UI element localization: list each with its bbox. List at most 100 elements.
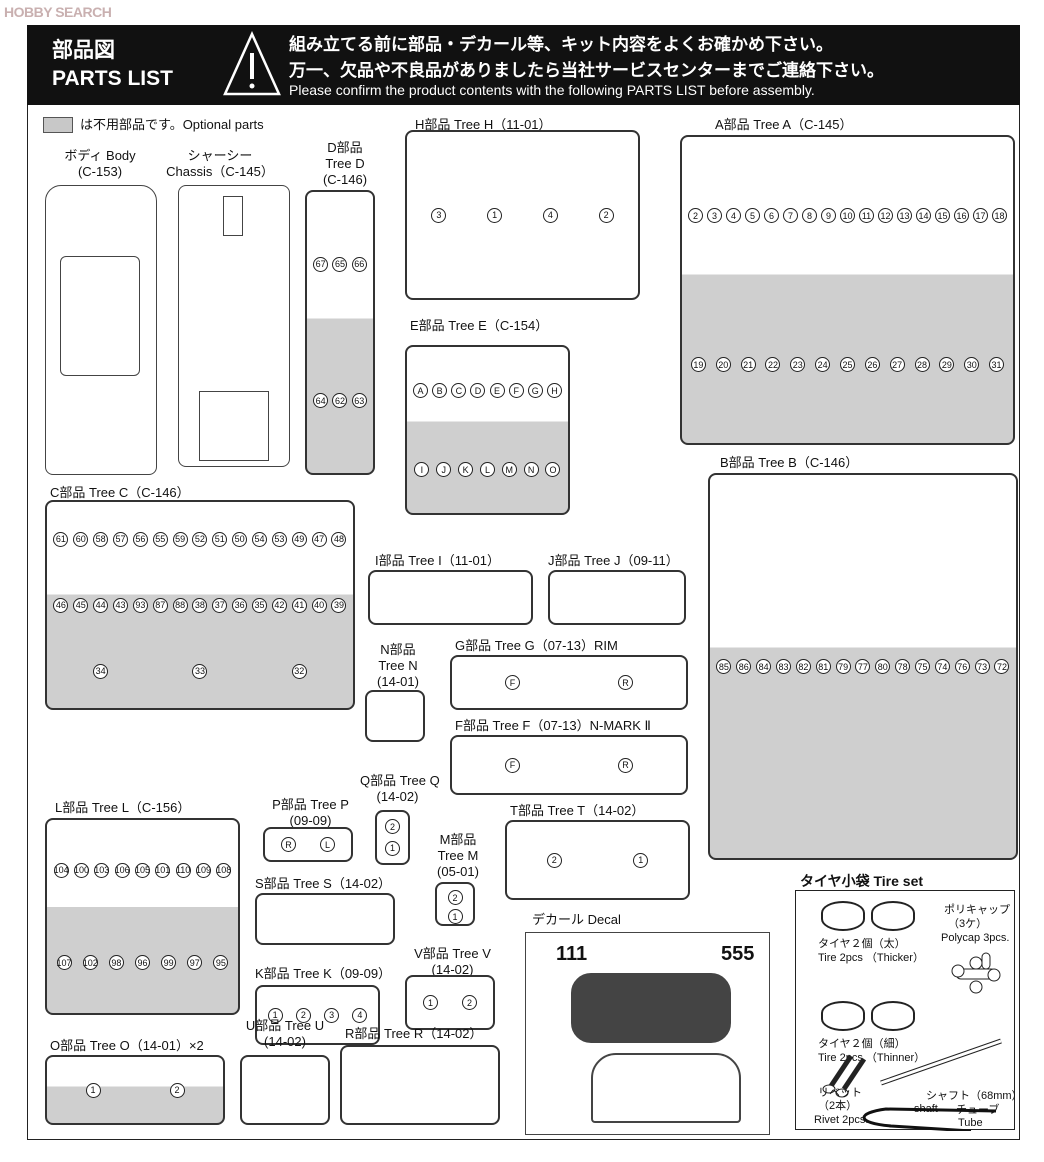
chassis-label-en: Chassis（C-145） — [166, 164, 274, 179]
part-number: 67 — [313, 256, 329, 272]
part-number: 1 — [267, 1007, 283, 1023]
part-number: 35 — [252, 597, 268, 613]
part-number: 33 — [192, 663, 208, 679]
part-number: 10 — [840, 208, 855, 223]
title-en: PARTS LIST — [52, 67, 173, 90]
part-number: 2 — [688, 208, 703, 223]
part-number: 55 — [152, 531, 168, 547]
chassis-part — [178, 185, 290, 467]
part-number: F — [508, 383, 524, 398]
decal-stripe — [571, 973, 731, 1043]
part-number: 59 — [172, 531, 188, 547]
tree-k-label: K部品 Tree K（09-09） — [255, 966, 392, 981]
part-number: 81 — [815, 659, 831, 674]
part-number: 47 — [311, 531, 327, 547]
part-number: 1 — [487, 207, 503, 223]
part-number: 5 — [745, 208, 760, 223]
part-number: 84 — [756, 659, 772, 674]
tree-k-label: K部品 Tree K（09-09） — [255, 966, 391, 982]
part-number: K — [458, 462, 474, 477]
tube-jp: チューブ — [956, 1104, 1000, 1116]
part-number: 98 — [108, 955, 124, 971]
tree-m-label3: (05-01) — [437, 864, 479, 879]
part-number: 50 — [232, 531, 248, 547]
tire-thin-jp: タイヤ２個（細） — [818, 1038, 906, 1050]
tree-c-label: C部品 Tree C（C-146） — [50, 485, 190, 501]
part-number: 46 — [53, 597, 69, 613]
part-number: 1 — [423, 995, 438, 1010]
part-number: 2 — [169, 1082, 185, 1098]
legend-text: は不用部品です。Optional parts — [80, 117, 264, 132]
part-number: 37 — [212, 597, 228, 613]
part-number: 45 — [73, 597, 89, 613]
optional-swatch — [43, 117, 73, 133]
tree-i-label: I部品 Tree I（11-01） — [375, 553, 500, 569]
tree-m-label: M部品 — [439, 832, 477, 847]
body-roof — [60, 256, 140, 376]
tree-j-label: J部品 Tree J（09-11） — [548, 553, 679, 568]
part-number: 72 — [994, 659, 1010, 674]
watermark: HOBBY SEARCH — [4, 4, 112, 20]
part-number: 76 — [954, 659, 970, 674]
tree-u-label: U部品 Tree U(14-02) — [240, 1018, 330, 1050]
title-jp: 部品図 — [52, 39, 115, 62]
part-number: J — [436, 462, 452, 477]
part-number: H — [546, 383, 562, 398]
part-number: 56 — [132, 531, 148, 547]
part-number: E — [489, 383, 505, 398]
polycap-qty: （3ケ） — [948, 918, 988, 930]
warning-line-3: Please confirm the product contents with… — [289, 82, 815, 98]
body-label: ボディ Body(C-153) — [55, 148, 145, 180]
part-number: 6 — [764, 208, 779, 223]
tree-t-label: T部品 Tree T（14-02） — [510, 803, 645, 818]
chassis-label-jp: シャーシー — [187, 148, 253, 163]
part-number: 99 — [161, 955, 177, 971]
part-number: 58 — [93, 531, 109, 547]
part-number: 38 — [192, 597, 208, 613]
page-title: 部品図 PARTS LIST — [52, 37, 173, 93]
part-number: 16 — [954, 208, 969, 223]
tree-t-label: T部品 Tree T（14-02） — [510, 803, 644, 819]
shaft-en: shaft — [914, 1103, 938, 1115]
part-number: 2 — [385, 819, 400, 835]
tree-o-label: O部品 Tree O（14-01）×2 — [50, 1038, 204, 1054]
part-number: 52 — [192, 531, 208, 547]
decal-car-side — [591, 1053, 741, 1123]
part-number: 57 — [113, 531, 128, 547]
tree-f-label: F部品 Tree F（07-13）N-MARK Ⅱ — [455, 718, 651, 733]
part-number: 18 — [992, 208, 1007, 223]
part-number: 13 — [897, 208, 912, 223]
tree-j-runner — [548, 570, 686, 625]
part-number: 74 — [934, 659, 950, 674]
decal-number-111: 111 — [556, 943, 588, 965]
tree-o-label: O部品 Tree O（14-01）×2 — [50, 1038, 204, 1053]
part-number: 36 — [232, 597, 248, 613]
rivet-en: Rivet 2pcs. — [814, 1114, 869, 1126]
tree-f-label: F部品 Tree F（07-13）N-MARK Ⅱ — [455, 718, 651, 734]
tree-s-label: S部品 Tree S（14-02） — [255, 876, 391, 892]
part-number: 49 — [291, 531, 307, 547]
tree-s-label: S部品 Tree S（14-02） — [255, 876, 392, 891]
tree-e-label: E部品 Tree E（C-154） — [410, 318, 548, 334]
part-number: 86 — [736, 659, 752, 674]
part-number: 3 — [707, 208, 722, 223]
tree-n-label3: (14-01) — [377, 674, 419, 689]
part-number: 44 — [93, 597, 109, 613]
polycap-icon — [951, 952, 1001, 994]
polycap-jp: ポリキャップ — [944, 904, 1010, 916]
tree-l-label: L部品 Tree L（C-156） — [55, 800, 190, 816]
tree-s-runner — [255, 893, 395, 945]
part-number: 23 — [790, 357, 806, 372]
part-number: 11 — [859, 208, 874, 223]
part-number: 30 — [964, 357, 980, 372]
warning-icon — [223, 31, 281, 96]
part-number: R — [618, 757, 633, 773]
tree-r-runner — [340, 1045, 500, 1125]
part-number: 87 — [152, 597, 168, 613]
